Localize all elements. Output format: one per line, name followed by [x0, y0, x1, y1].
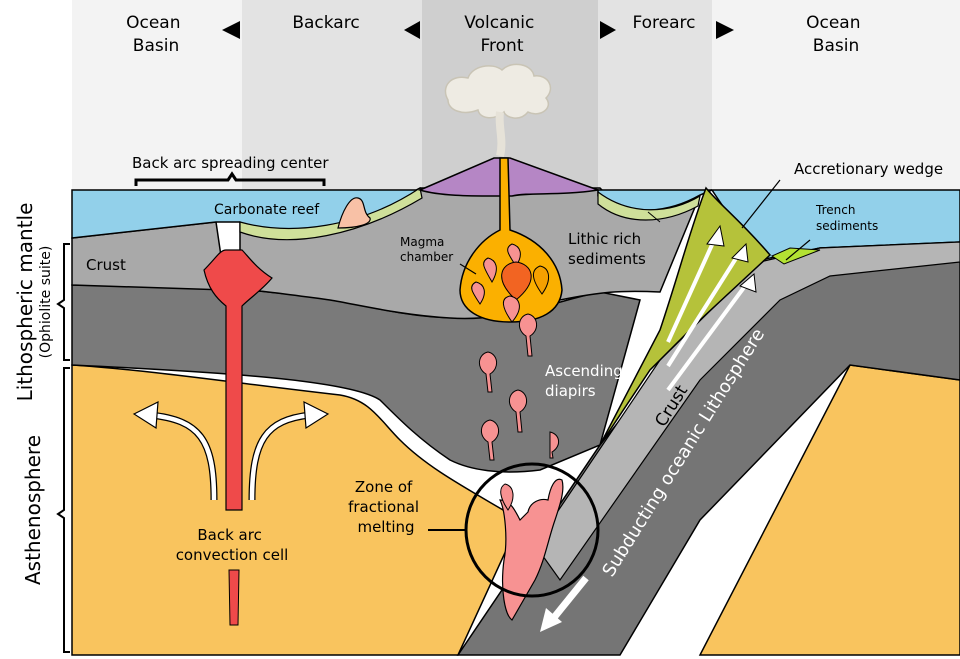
label-crust-left: Crust: [86, 256, 126, 274]
diapir: [549, 431, 559, 459]
label-back-arc-convection-cell: Back arc convection cell: [176, 526, 289, 564]
arrow-right-icon: [716, 21, 734, 39]
trench-sediments: [770, 247, 821, 265]
magma-drop: [483, 257, 497, 284]
leader-line: [785, 239, 811, 261]
sediment-band-forearc: [597, 190, 701, 221]
asthenosphere-layer: [71, 364, 521, 656]
leader-line: [741, 179, 781, 229]
bracket-asthenosphere: [56, 367, 70, 653]
convection-arrow-left: [149, 412, 217, 501]
diapir: [500, 483, 514, 511]
label-lithic-rich-sediments: Lithic rich sediments: [568, 230, 646, 268]
label-ascending-diapirs: Ascending diapirs: [545, 362, 628, 400]
zone-label-forearc: Forearc: [632, 13, 695, 33]
uplift-arrowhead-icon: [731, 242, 749, 263]
zone-bg-ocean-basin-right: [712, 0, 960, 190]
diapir: [509, 389, 527, 433]
spreading-center-bracket: [134, 171, 326, 186]
zone-bg-ocean-basin-left: [72, 0, 242, 190]
diapir: [519, 313, 537, 357]
zone-label-volcanic-front: Volcanic Front: [464, 13, 539, 56]
arrow-left-icon: [404, 21, 420, 39]
leader-line: [459, 263, 477, 275]
label-trench-sediments: Trench sediments: [815, 203, 878, 233]
uplift-arrowhead-icon: [706, 224, 725, 247]
label-carbonate-reef: Carbonate reef: [214, 202, 320, 218]
magma-drop: [503, 295, 520, 323]
magma-drop: [471, 281, 485, 305]
diapir: [481, 419, 499, 461]
diapir: [479, 351, 497, 393]
uplift-arrow: [666, 235, 718, 343]
uplift-arrowhead-icon: [739, 273, 757, 293]
label-zone-of-fractional-melting: Zone of fractional melting: [348, 478, 424, 536]
spreading-center-magma: [203, 249, 273, 511]
sediment-band-left: [239, 187, 423, 241]
subduction-arrowhead-icon: [540, 608, 562, 632]
zone-label-ocean-basin-right: Ocean Basin: [806, 13, 866, 56]
zone-bg-backarc: [242, 0, 422, 190]
label-asthenosphere: Asthenosphere: [21, 435, 45, 585]
convection-arrow-right: [249, 412, 311, 501]
convection-arrowhead-left-icon: [132, 400, 159, 430]
accretionary-wedge: [599, 186, 772, 446]
label-back-arc-spreading-center: Back arc spreading center: [132, 154, 329, 172]
convection-cell-magma-tail: [228, 569, 240, 626]
zone-label-ocean-basin-left: Ocean Basin: [126, 13, 186, 56]
subduction-arrow: [549, 575, 589, 623]
label-lithospheric-mantle: Lithospheric mantle: [13, 203, 37, 402]
asthenosphere-right: [698, 364, 960, 656]
fractional-melting-body: [499, 478, 564, 621]
arrow-right-icon: [600, 21, 616, 39]
arrow-left-icon: [222, 21, 240, 39]
magma-drop: [533, 265, 549, 295]
label-accretionary-wedge: Accretionary wedge: [794, 160, 943, 178]
bracket-lithospheric-mantle: [56, 243, 70, 361]
label-ophiolite-suite: (Ophiolite suite): [38, 246, 54, 359]
leader-line: [647, 211, 661, 223]
carbonate-reef: [337, 197, 371, 229]
uplift-arrow: [666, 280, 750, 392]
eruption-cloud: [444, 63, 552, 119]
zone-label-backarc: Backarc: [292, 13, 359, 33]
uplift-arrow: [666, 250, 742, 368]
label-magma-chamber: Magma chamber: [400, 235, 453, 264]
convection-arrowhead-right-icon: [303, 400, 330, 430]
eruption-plume: [495, 111, 506, 157]
zone-bg-forearc: [598, 0, 712, 190]
